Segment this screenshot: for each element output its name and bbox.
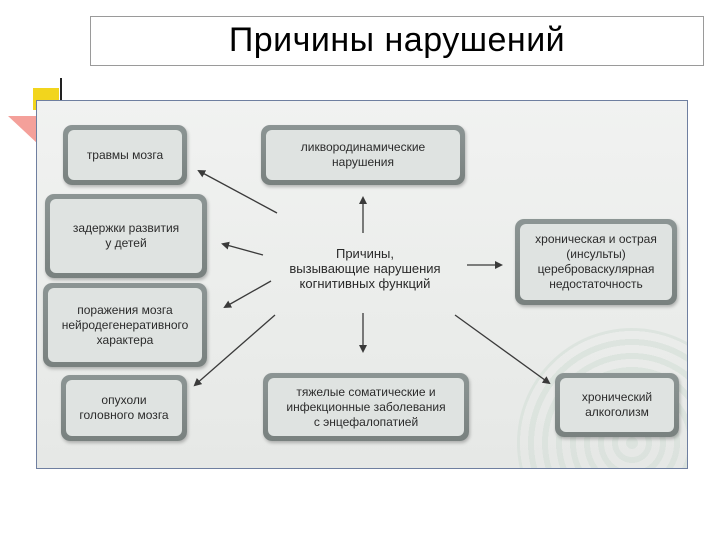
arrow-to-neuro: [223, 280, 272, 308]
node-trauma-label: травмы мозга: [68, 130, 182, 180]
node-alcohol-label: хронический алкоголизм: [560, 378, 674, 432]
node-neuro: поражения мозга нейродегенеративного хар…: [43, 283, 207, 367]
node-trauma: травмы мозга: [63, 125, 187, 185]
node-tumor: опухоли головного мозга: [61, 375, 187, 441]
node-somatic: тяжелые соматические и инфекционные забо…: [263, 373, 469, 441]
slide-title: Причины нарушений: [228, 21, 566, 59]
diagram-photo: травмы мозга ликвородинамические нарушен…: [36, 100, 688, 469]
node-liquor: ликвородинамические нарушения: [261, 125, 465, 185]
node-neuro-label: поражения мозга нейродегенеративного хар…: [48, 288, 202, 362]
arrow-to-trauma: [197, 170, 278, 214]
decor-bar: [60, 78, 62, 106]
arrow-to-delay: [221, 241, 264, 256]
arrows-layer: [193, 170, 551, 387]
node-somatic-label: тяжелые соматические и инфекционные забо…: [268, 378, 464, 436]
node-delay-label: задержки развития у детей: [50, 199, 202, 273]
node-delay: задержки развития у детей: [45, 194, 207, 278]
title-box: Причины нарушений: [90, 16, 704, 66]
node-cerebro: хроническая и острая (инсульты) церебров…: [515, 219, 677, 305]
node-cerebro-label: хроническая и острая (инсульты) церебров…: [520, 224, 672, 300]
decor-red-triangle: [8, 116, 38, 144]
arrow-to-alcohol: [454, 314, 551, 385]
node-liquor-label: ликвородинамические нарушения: [266, 130, 460, 180]
arrow-to-tumor: [193, 314, 276, 387]
node-alcohol: хронический алкоголизм: [555, 373, 679, 437]
node-tumor-label: опухоли головного мозга: [66, 380, 182, 436]
center-label: Причины, вызывающие нарушения когнитивны…: [289, 246, 441, 291]
